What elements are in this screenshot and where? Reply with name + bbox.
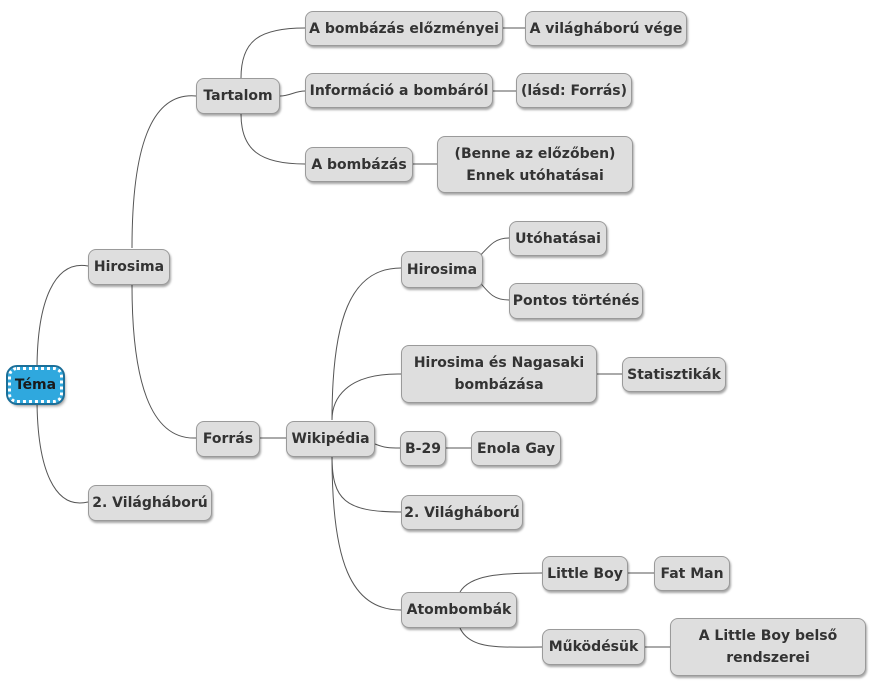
node-label: (lásd: Forrás): [520, 82, 628, 99]
node-informacio-bombarol[interactable]: Információ a bombáról: [305, 73, 493, 108]
connector-wiki-b29: [374, 443, 401, 449]
node-b-29[interactable]: B-29: [400, 431, 446, 466]
node-label: Információ a bombáról: [309, 82, 489, 99]
node-forras[interactable]: Forrás: [196, 421, 260, 457]
connector-tartalom-informacio: [279, 90, 306, 97]
connector-atom-mukodesuk: [459, 627, 543, 648]
node-label-line2: rendszerei: [726, 650, 810, 666]
node-a-bombazas[interactable]: A bombázás: [305, 147, 413, 182]
node-mukodesuk[interactable]: Működésük: [542, 629, 645, 665]
connector-tartalom-elozmenyei: [240, 27, 306, 79]
connector-wiki-hirosima-nagasaki: [331, 373, 402, 421]
node-label: Enola Gay: [477, 440, 555, 457]
connector-wiki-hirosima: [331, 267, 402, 421]
node-label: Atombombák: [406, 602, 512, 618]
node-label: Pontos történés: [512, 293, 640, 309]
node-label: Statisztikák: [627, 366, 721, 383]
node-label: Tartalom: [203, 88, 273, 104]
node-little-boy[interactable]: Little Boy: [542, 556, 628, 591]
node-vilaghaboru-vege[interactable]: A világháború vége: [525, 11, 687, 46]
node-fat-man[interactable]: Fat Man: [654, 556, 730, 591]
node-label-line2: bombázása: [454, 377, 544, 393]
node-little-boy-belso-rendszerei[interactable]: A Little Boy belső rendszerei: [670, 618, 866, 676]
connector-hirosima-utohatasai: [477, 237, 510, 259]
node-label: A bombázás előzményei: [309, 20, 499, 37]
node-pontos-tortenes[interactable]: Pontos történés: [509, 283, 643, 319]
node-enola-gay[interactable]: Enola Gay: [471, 431, 561, 466]
node-bombazas-elozmenyei[interactable]: A bombázás előzményei: [305, 11, 503, 46]
root-node-tema[interactable]: Téma: [6, 365, 65, 405]
node-label-line2: Ennek utóhatásai: [466, 167, 604, 184]
node-label: A világháború vége: [529, 20, 683, 37]
node-label: Fat Man: [660, 565, 724, 582]
node-hirosima[interactable]: Hirosima: [88, 249, 170, 285]
connector-hirosima-tartalom: [131, 95, 197, 249]
node-statisztikak[interactable]: Statisztikák: [622, 357, 726, 392]
node-wiki-2-vilaghaboru[interactable]: 2. Világháború: [401, 495, 523, 530]
node-hirosima-nagasaki[interactable]: Hirosima és Nagasaki bombázása: [401, 345, 597, 403]
node-label: 2. Világháború: [404, 504, 520, 521]
connector-hirosima-forras: [131, 284, 197, 439]
connector-tema-vilaghaboru: [36, 397, 89, 504]
connector-wiki-vilaghaboru: [331, 455, 402, 513]
node-2-vilaghaboru[interactable]: 2. Világháború: [88, 485, 212, 521]
node-wiki-hirosima[interactable]: Hirosima: [401, 251, 483, 288]
connector-tema-hirosima: [36, 264, 89, 371]
node-label: Hirosima: [406, 261, 478, 278]
node-label: Little Boy: [547, 565, 623, 582]
node-label: Utóhatásai: [515, 230, 601, 247]
node-label-line1: (Benne az előzőben): [454, 145, 616, 162]
node-label-line1: A Little Boy belső: [698, 628, 838, 644]
node-label: B-29: [405, 440, 441, 457]
root-node-label: Téma: [14, 377, 57, 393]
connector-tartalom-bombazas: [240, 113, 306, 165]
node-tartalom[interactable]: Tartalom: [196, 78, 280, 114]
node-utohatasai[interactable]: Utóhatásai: [509, 221, 607, 256]
node-label: A bombázás: [311, 156, 407, 173]
connector-hirosima-pontos: [477, 279, 510, 301]
node-label: Forrás: [202, 431, 254, 447]
node-label: Hirosima: [93, 259, 165, 275]
node-label: 2. Világháború: [92, 495, 208, 511]
connector-wiki-atombombak: [331, 455, 402, 611]
node-lasd-forras[interactable]: (lásd: Forrás): [516, 73, 632, 108]
node-benne-az-elozoben[interactable]: (Benne az előzőben) Ennek utóhatásai: [437, 136, 633, 193]
connector-atom-littleboy: [459, 572, 543, 593]
node-wikipedia[interactable]: Wikipédia: [286, 421, 375, 457]
node-atombombak[interactable]: Atombombák: [401, 592, 517, 628]
node-label-line1: Hirosima és Nagasaki: [413, 355, 585, 371]
node-label: Működésük: [548, 639, 639, 655]
node-label: Wikipédia: [291, 431, 370, 447]
